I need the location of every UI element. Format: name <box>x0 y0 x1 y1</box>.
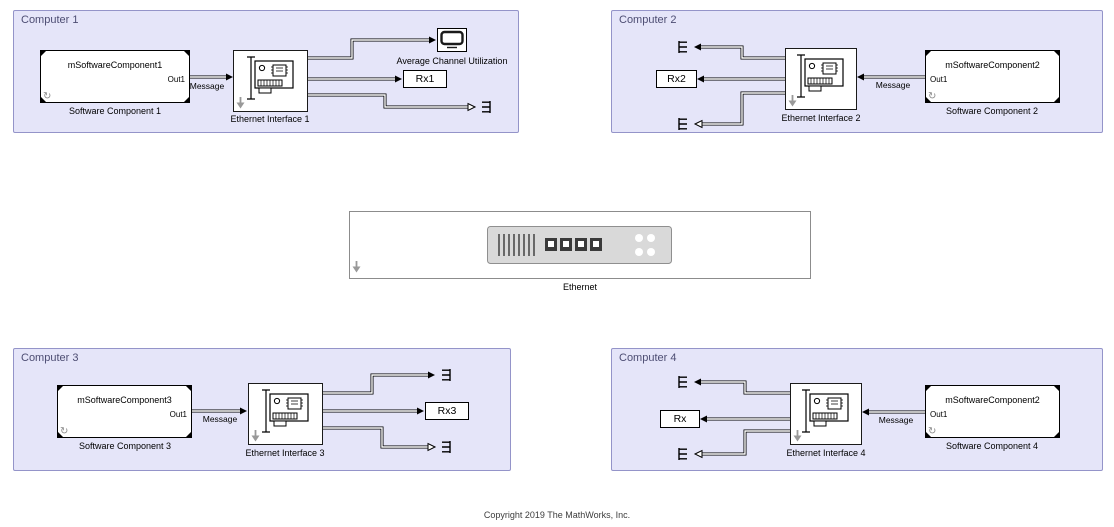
block-rx3[interactable]: Rx3 <box>425 402 469 420</box>
out-port-label: Out1 <box>167 75 185 84</box>
wire-message-3[interactable] <box>192 407 247 415</box>
block-ethernet-interface-4[interactable] <box>790 383 862 445</box>
connection-port-icon[interactable] <box>437 368 453 382</box>
refresh-badge-icon: ↻ <box>43 91 52 102</box>
down-arrow-badge-icon <box>352 261 361 273</box>
refresh-badge-icon: ↻ <box>928 91 937 102</box>
model-block-software-component-4[interactable]: mSoftwareComponent2 Out1 ↻ <box>925 385 1060 438</box>
model-corner-icon <box>185 431 192 438</box>
wire-interface3-to-top-port[interactable] <box>323 371 435 395</box>
block-caption-software-component-2: Software Component 2 <box>945 106 1039 116</box>
wire-interface4-to-rx[interactable] <box>700 415 790 423</box>
wire-interface1-to-rx1[interactable] <box>308 75 402 83</box>
model-corner-icon <box>925 96 932 103</box>
area-computer-4-label: Computer 4 <box>619 352 677 364</box>
block-rx[interactable]: Rx <box>660 410 700 428</box>
wire-interface2-to-bottom-port[interactable] <box>693 91 785 129</box>
area-computer-3-label: Computer 3 <box>21 352 79 364</box>
ethernet-hub-icon <box>487 226 672 264</box>
model-corner-icon <box>1053 50 1060 57</box>
connection-port-icon[interactable] <box>676 117 692 131</box>
network-card-icon <box>802 388 849 433</box>
model-name-label: mSoftwareComponent2 <box>945 60 1040 70</box>
model-corner-icon <box>925 385 932 392</box>
model-corner-icon <box>183 50 190 57</box>
block-caption-ethernet-interface-2: Ethernet Interface 2 <box>781 113 861 123</box>
block-scope[interactable] <box>437 28 467 52</box>
model-corner-icon <box>40 96 47 103</box>
connection-port-icon[interactable] <box>437 440 453 454</box>
wire-interface1-to-port[interactable] <box>308 93 477 112</box>
connection-port-icon[interactable] <box>477 100 493 114</box>
down-arrow-badge-icon <box>236 97 245 109</box>
model-corner-icon <box>40 50 47 57</box>
area-computer-2-label: Computer 2 <box>619 14 677 26</box>
model-corner-icon <box>1053 431 1060 438</box>
model-corner-icon <box>1053 96 1060 103</box>
wire-interface4-to-bottom-port[interactable] <box>693 429 790 459</box>
down-arrow-badge-icon <box>788 95 797 107</box>
model-name-label: mSoftwareComponent1 <box>67 60 163 70</box>
network-card-icon <box>261 388 309 433</box>
wire-message-2[interactable] <box>857 73 925 81</box>
out-port-label: Out1 <box>930 410 948 419</box>
wire-interface3-to-rx3[interactable] <box>323 407 424 415</box>
ethernet-area-label: Ethernet <box>562 282 598 292</box>
model-name-label: mSoftwareComponent3 <box>77 395 172 405</box>
scope-display-icon <box>440 30 464 49</box>
area-computer-1-label: Computer 1 <box>21 14 79 26</box>
connection-port-icon[interactable] <box>676 447 692 461</box>
refresh-badge-icon: ↻ <box>928 426 937 437</box>
model-corner-icon <box>57 431 64 438</box>
refresh-badge-icon: ↻ <box>60 426 69 437</box>
wire-interface1-to-scope[interactable] <box>308 36 436 60</box>
block-caption-ethernet-interface-4: Ethernet Interface 4 <box>786 448 866 458</box>
down-arrow-badge-icon <box>251 430 260 442</box>
model-corner-icon <box>925 50 932 57</box>
model-corner-icon <box>925 431 932 438</box>
block-caption-ethernet-interface-3: Ethernet Interface 3 <box>245 448 325 458</box>
connection-port-icon[interactable] <box>676 40 692 54</box>
model-corner-icon <box>183 96 190 103</box>
message-wire-label: Message <box>878 415 914 425</box>
block-ethernet-interface-2[interactable] <box>785 48 857 110</box>
model-corner-icon <box>57 385 64 392</box>
block-caption-ethernet-interface-1: Ethernet Interface 1 <box>230 114 310 124</box>
model-corner-icon <box>1053 385 1060 392</box>
wire-message-4[interactable] <box>862 408 925 416</box>
wire-interface2-to-rx2[interactable] <box>697 75 785 83</box>
out-port-label: Out1 <box>169 410 187 419</box>
model-block-software-component-2[interactable]: mSoftwareComponent2 Out1 ↻ <box>925 50 1060 103</box>
model-name-label: mSoftwareComponent2 <box>945 395 1040 405</box>
block-caption-software-component-4: Software Component 4 <box>945 441 1039 451</box>
out-port-label: Out1 <box>930 75 948 84</box>
model-block-software-component-1[interactable]: mSoftwareComponent1 Out1 ↻ <box>40 50 190 103</box>
connection-port-icon[interactable] <box>676 375 692 389</box>
network-card-icon <box>797 53 844 98</box>
wire-message-1[interactable] <box>190 73 233 81</box>
block-rx2[interactable]: Rx2 <box>656 70 697 88</box>
message-wire-label: Message <box>875 80 911 90</box>
model-block-software-component-3[interactable]: mSoftwareComponent3 Out1 ↻ <box>57 385 192 438</box>
block-caption-software-component-1: Software Component 1 <box>68 106 162 116</box>
copyright-annotation: Copyright 2019 The MathWorks, Inc. <box>483 510 631 520</box>
ethernet-hub-block[interactable] <box>487 226 672 264</box>
block-caption-scope: Average Channel Utilization <box>396 56 508 66</box>
block-caption-software-component-3: Software Component 3 <box>78 441 172 451</box>
wire-interface3-to-bottom-port[interactable] <box>323 426 437 452</box>
block-ethernet-interface-1[interactable] <box>233 50 308 112</box>
message-wire-label: Message <box>202 414 238 424</box>
wire-interface2-to-top-port[interactable] <box>694 43 785 60</box>
wire-interface4-to-top-port[interactable] <box>694 378 790 395</box>
block-rx1[interactable]: Rx1 <box>403 70 447 88</box>
message-wire-label: Message <box>189 81 225 91</box>
down-arrow-badge-icon <box>793 430 802 442</box>
block-ethernet-interface-3[interactable] <box>248 383 323 445</box>
network-card-icon <box>246 55 294 100</box>
model-corner-icon <box>185 385 192 392</box>
